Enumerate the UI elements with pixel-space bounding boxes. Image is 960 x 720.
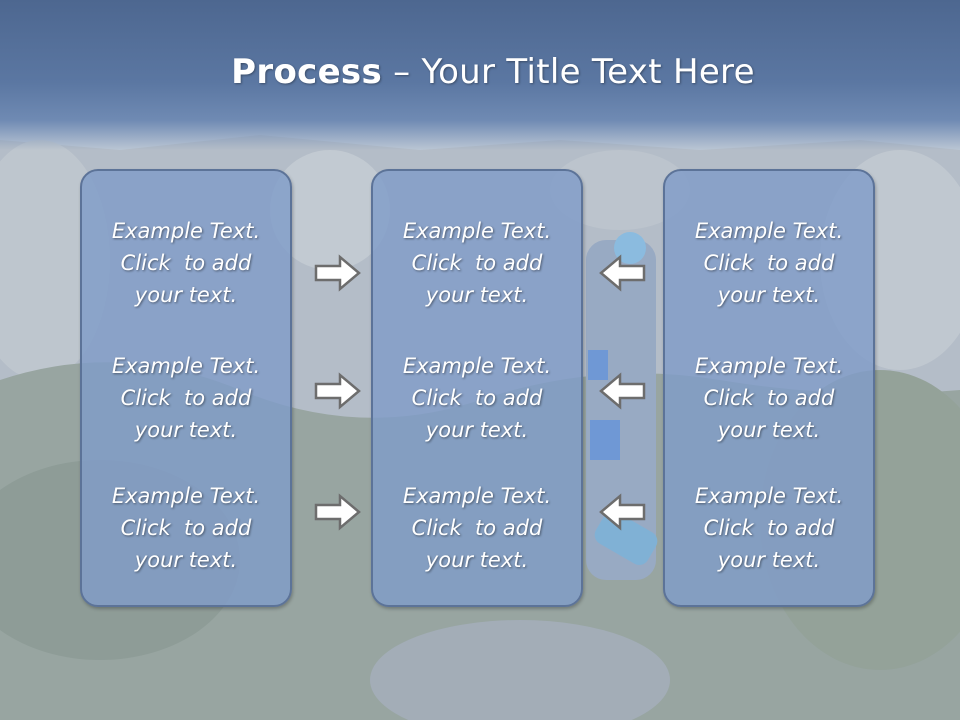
text-line: your text.: [134, 418, 238, 442]
title-bold: Process: [231, 52, 383, 92]
text-line: your text.: [134, 548, 238, 572]
panel-text-block[interactable]: Example Text. Click to add your text.: [373, 215, 581, 311]
text-line: Click to add: [703, 386, 835, 410]
text-line: your text.: [425, 548, 529, 572]
text-line: Example Text.: [694, 219, 844, 243]
text-line: your text.: [717, 548, 821, 572]
slide-title[interactable]: Process – Your Title Text Here: [0, 52, 960, 92]
arrow-right-icon[interactable]: [314, 493, 362, 531]
arrow-left-icon[interactable]: [598, 372, 646, 410]
panel-text-block[interactable]: Example Text. Click to add your text.: [82, 215, 290, 311]
text-line: Click to add: [703, 516, 835, 540]
text-line: your text.: [425, 283, 529, 307]
text-line: Click to add: [120, 386, 252, 410]
panel-text-block[interactable]: Example Text. Click to add your text.: [665, 480, 873, 576]
arrow-left-icon[interactable]: [598, 254, 646, 292]
panel-left[interactable]: Example Text. Click to add your text. Ex…: [80, 169, 292, 607]
panel-text-block[interactable]: Example Text. Click to add your text.: [82, 480, 290, 576]
text-line: Click to add: [120, 516, 252, 540]
text-line: Example Text.: [111, 219, 261, 243]
text-line: your text.: [425, 418, 529, 442]
arrow-right-icon[interactable]: [314, 372, 362, 410]
text-line: Click to add: [703, 251, 835, 275]
text-line: Example Text.: [111, 484, 261, 508]
panel-text-block[interactable]: Example Text. Click to add your text.: [665, 350, 873, 446]
arrow-left-icon[interactable]: [598, 493, 646, 531]
text-line: Example Text.: [402, 484, 552, 508]
text-line: Click to add: [120, 251, 252, 275]
panel-text-block[interactable]: Example Text. Click to add your text.: [373, 350, 581, 446]
panel-right[interactable]: Example Text. Click to add your text. Ex…: [663, 169, 875, 607]
text-line: your text.: [134, 283, 238, 307]
text-line: Click to add: [411, 251, 543, 275]
panel-center[interactable]: Example Text. Click to add your text. Ex…: [371, 169, 583, 607]
text-line: Example Text.: [694, 484, 844, 508]
text-line: Click to add: [411, 386, 543, 410]
text-line: Example Text.: [694, 354, 844, 378]
arrow-right-icon[interactable]: [314, 254, 362, 292]
text-line: Example Text.: [111, 354, 261, 378]
panel-text-block[interactable]: Example Text. Click to add your text.: [82, 350, 290, 446]
title-rest: – Your Title Text Here: [382, 52, 755, 92]
text-line: Example Text.: [402, 219, 552, 243]
panel-text-block[interactable]: Example Text. Click to add your text.: [373, 480, 581, 576]
text-line: your text.: [717, 283, 821, 307]
title-band: [0, 0, 960, 150]
text-line: your text.: [717, 418, 821, 442]
panel-text-block[interactable]: Example Text. Click to add your text.: [665, 215, 873, 311]
text-line: Example Text.: [402, 354, 552, 378]
text-line: Click to add: [411, 516, 543, 540]
